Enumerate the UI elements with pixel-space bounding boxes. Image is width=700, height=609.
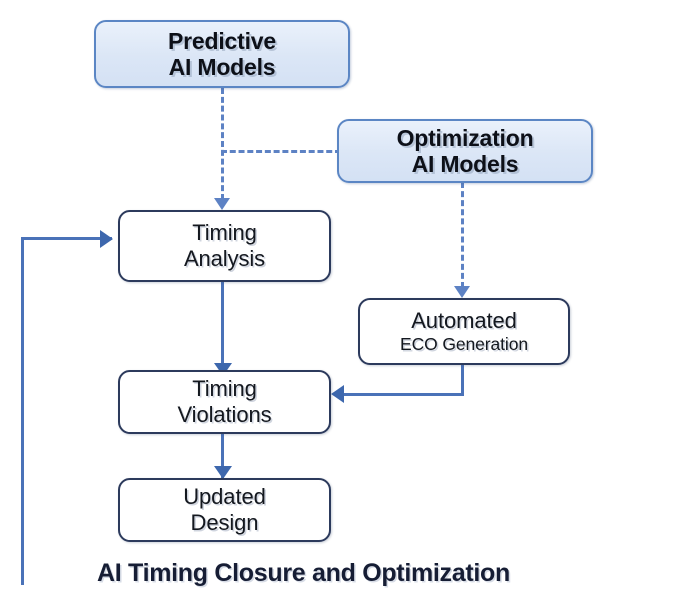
node-predictive-ai-models[interactable]: Predictive AI Models bbox=[94, 20, 350, 88]
connector-predictive-to-timing-analysis bbox=[221, 88, 224, 200]
node-updated-design[interactable]: Updated Design bbox=[118, 478, 331, 542]
connector-violations-to-updated-design bbox=[221, 434, 224, 482]
node-label-line2: Analysis bbox=[183, 246, 266, 271]
node-timing-violations[interactable]: Timing Violations bbox=[118, 370, 331, 434]
node-label-line1: Updated bbox=[183, 484, 266, 510]
node-label-line1: Optimization bbox=[396, 124, 534, 151]
arrowhead-feedback-loop-to-timing-analysis bbox=[100, 230, 113, 248]
node-label-line1: Automated bbox=[411, 308, 517, 334]
connector-eco-to-violations-vertical bbox=[461, 365, 464, 396]
connector-timing-analysis-to-violations bbox=[221, 282, 224, 370]
connector-predictive-to-optimization bbox=[221, 150, 341, 153]
node-label-line1: Predictive bbox=[168, 27, 276, 54]
arrowhead-predictive-to-timing-analysis bbox=[214, 198, 230, 210]
node-optimization-ai-models[interactable]: Optimization AI Models bbox=[337, 119, 593, 183]
node-label-line2: ECO Generation bbox=[400, 334, 528, 355]
node-label-line2: AI Models bbox=[168, 54, 276, 80]
connector-feedback-loop-vertical bbox=[21, 237, 24, 585]
arrowhead-violations-to-updated-design bbox=[214, 466, 232, 479]
node-label-line2: AI Models bbox=[411, 151, 519, 177]
diagram-caption: AI Timing Closure and Optimization bbox=[97, 559, 510, 587]
node-label-line2: Design bbox=[190, 510, 259, 535]
arrowhead-eco-to-violations bbox=[331, 385, 344, 403]
node-automated-eco-generation[interactable]: Automated ECO Generation bbox=[358, 298, 570, 365]
node-timing-analysis[interactable]: Timing Analysis bbox=[118, 210, 331, 282]
connector-eco-to-violations-horizontal bbox=[343, 393, 464, 396]
connector-optimization-to-eco bbox=[461, 182, 464, 288]
node-label-line1: Timing bbox=[192, 220, 257, 246]
connector-feedback-loop-horizontal bbox=[21, 237, 112, 240]
arrowhead-optimization-to-eco bbox=[454, 286, 470, 298]
node-label-line1: Timing bbox=[192, 376, 257, 402]
node-label-line2: Violations bbox=[177, 402, 272, 427]
